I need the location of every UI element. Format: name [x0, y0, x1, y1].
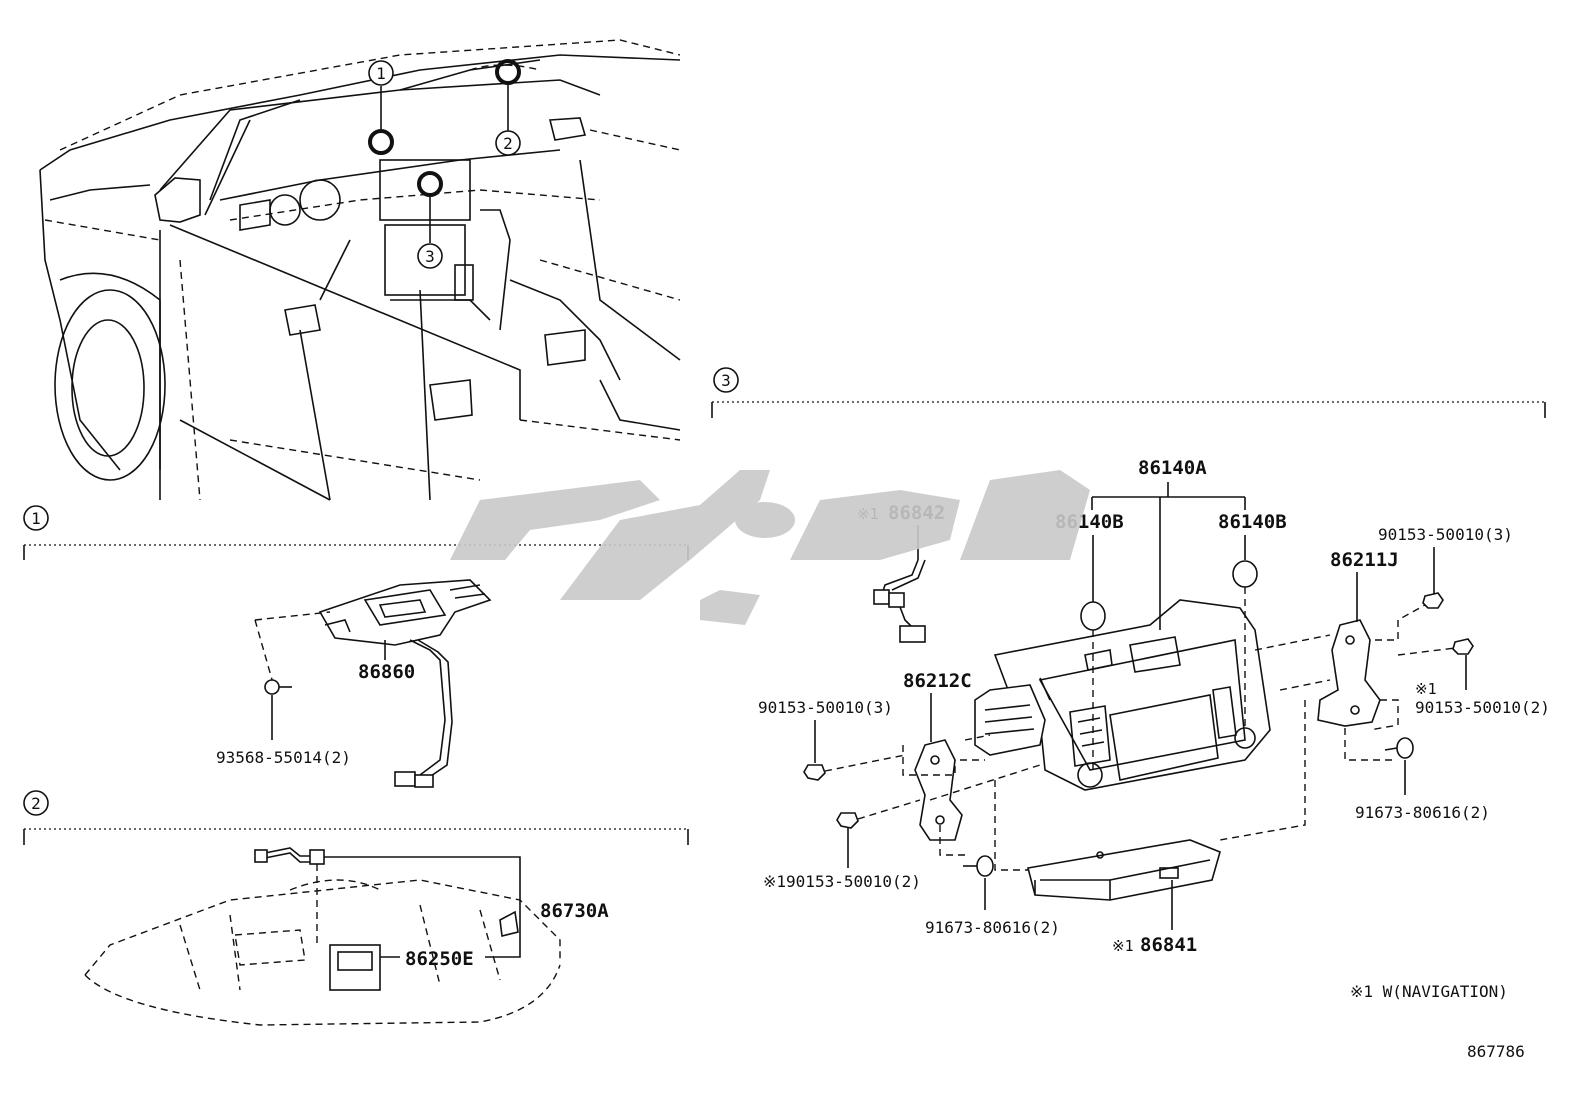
head-unit-drawing	[974, 599, 1271, 791]
overhead-console-drawing	[84, 847, 561, 1026]
section-1: 1 93568-55014(2) 86860	[23, 505, 689, 788]
label-screw-left-bottom: ※190153-50010(2)	[763, 872, 921, 891]
label-part-86730A: 86730A	[540, 900, 609, 922]
label-part-86140A: 86140A	[1138, 457, 1207, 479]
label-screw-right-bottom: 91673-80616(2)	[1355, 803, 1490, 822]
screw-left-bottom-drawing	[836, 812, 859, 829]
part-86860-drawing	[318, 579, 492, 788]
screw-left-top-drawing	[803, 764, 826, 781]
wire-86842-drawing	[873, 559, 926, 643]
diagram-id: 867786	[1467, 1042, 1525, 1061]
screw-right-mid-drawing	[1452, 638, 1474, 655]
label-screw-center-bottom: 91673-80616(2)	[925, 918, 1060, 937]
note-module: ※1	[1112, 937, 1134, 955]
label-screw-right-top: 90153-50010(3)	[1378, 525, 1513, 544]
screw-center-bottom-drawing	[963, 855, 994, 877]
label-part-86250E: 86250E	[405, 948, 474, 970]
label-screw-left-top: 90153-50010(3)	[758, 698, 893, 717]
bracket-left-drawing	[914, 739, 963, 841]
knob-left-drawing	[1080, 601, 1106, 631]
section-3-marker: 3	[721, 371, 731, 390]
label-module-86841: 86841	[1140, 934, 1197, 956]
callout-circle-1	[368, 60, 394, 86]
label-bolt-93568: 93568-55014(2)	[216, 748, 351, 767]
callout-circle-3	[417, 243, 443, 269]
label-knob-right: 86140B	[1218, 511, 1287, 533]
label-bracket-86212C: 86212C	[903, 670, 972, 692]
module-86841-drawing	[1027, 839, 1221, 901]
note-screw-right-mid: ※1	[1415, 680, 1437, 698]
label-bracket-86211J: 86211J	[1330, 549, 1399, 571]
section-3: 3 86140A	[711, 367, 1550, 956]
watermark-logo	[450, 470, 1090, 625]
location-marker-1	[368, 129, 394, 155]
callout-1: 1	[376, 64, 386, 83]
bracket-right-drawing	[1317, 619, 1381, 727]
location-marker-3	[417, 171, 443, 197]
callout-circle-2	[495, 130, 521, 156]
screw-right-top-drawing	[1422, 592, 1444, 609]
label-screw-right-mid: 90153-50010(2)	[1415, 698, 1550, 717]
bolt-93568-drawing	[264, 679, 292, 695]
vehicle-overview: 1 2 3	[39, 39, 681, 501]
section-2-marker: 2	[31, 794, 41, 813]
section-2: 2 86730A 86250E	[23, 790, 689, 1026]
label-part-86860: 86860	[358, 661, 415, 683]
knob-right-drawing	[1232, 560, 1258, 588]
footnote: ※1 W(NAVIGATION)	[1350, 982, 1508, 1001]
callout-2: 2	[503, 134, 513, 153]
callout-3: 3	[425, 247, 435, 266]
screw-right-bottom-drawing	[1384, 737, 1414, 759]
section-1-marker: 1	[31, 509, 41, 528]
